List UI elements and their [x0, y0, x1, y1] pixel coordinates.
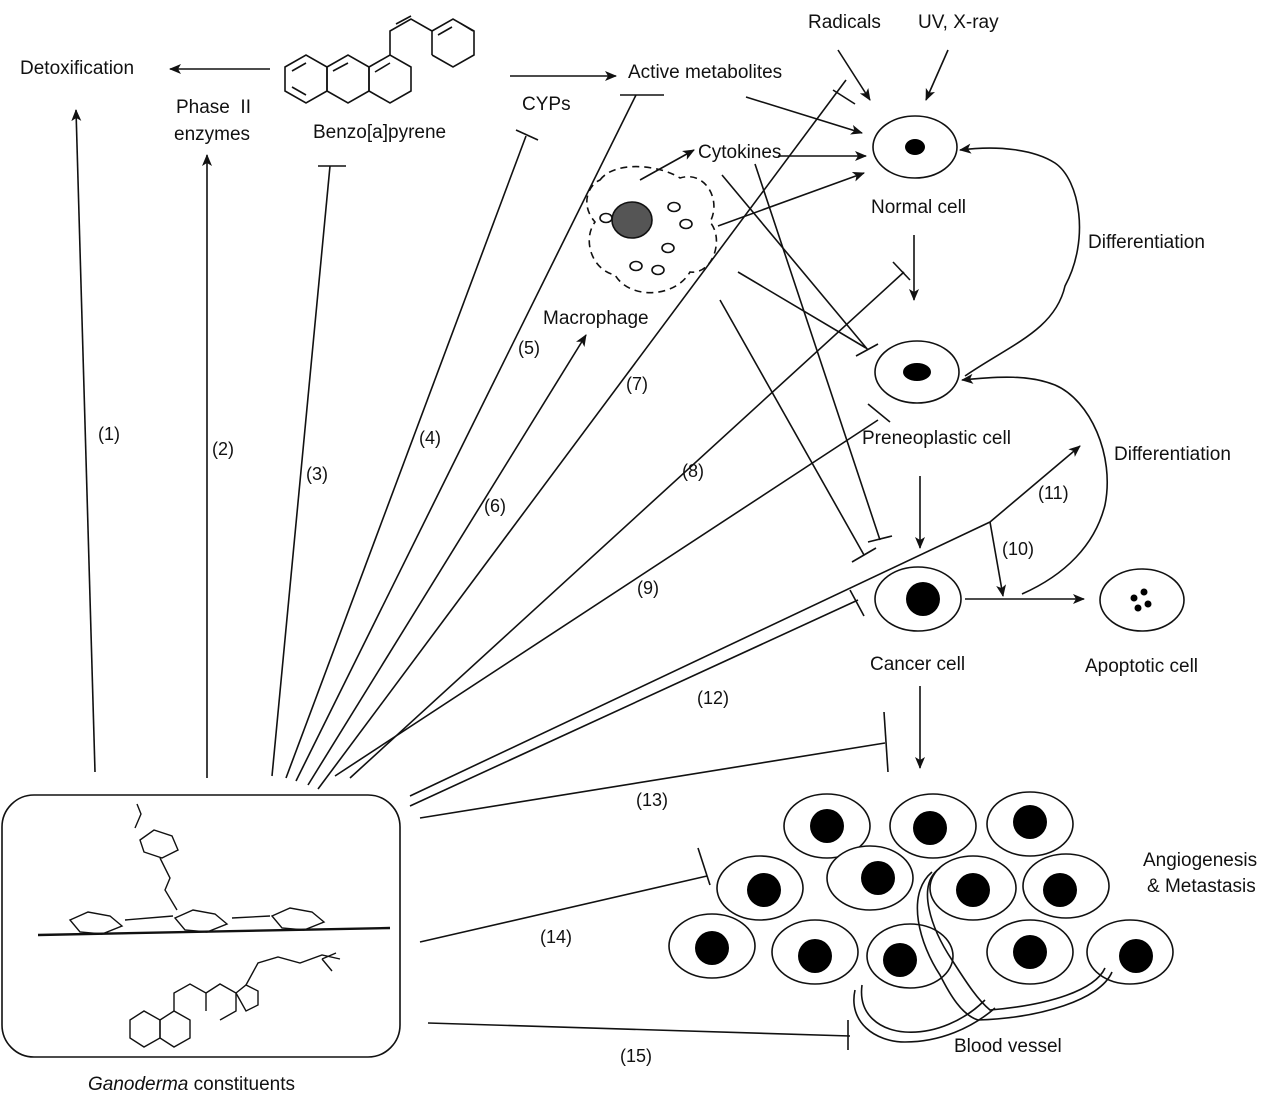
label-ganoderma-italic: Ganoderma: [88, 1074, 188, 1095]
triterpene-structure-icon: [129, 952, 341, 1048]
ganoderma-constituents-box: [1, 794, 401, 1058]
label-angiogenesis: Angiogenesis: [1143, 850, 1257, 871]
label-differentiation-lower: Differentiation: [1114, 444, 1231, 465]
pathway-number-8: (8): [682, 461, 704, 481]
label-detoxification: Detoxification: [20, 58, 134, 79]
label-cytokines: Cytokines: [698, 142, 781, 163]
pathway-numbers: (1) (2) (3) (4) (5) (6) (7) (8) (9) (10)…: [98, 338, 1069, 1066]
apoptotic-cell-icon: [1099, 568, 1185, 632]
pathway-number-15: (15): [620, 1046, 652, 1066]
pathway-number-7: (7): [626, 374, 648, 394]
pathway-number-3: (3): [306, 464, 328, 484]
label-macrophage: Macrophage: [543, 308, 649, 329]
diagram-labels: Detoxification Phase II enzymes Benzo[a]…: [20, 12, 1257, 1095]
pathway-number-13: (13): [636, 790, 668, 810]
blood-vessel-icon: [853, 867, 1113, 1043]
pathway-number-6: (6): [484, 496, 506, 516]
pathway-number-1: (1): [98, 424, 120, 444]
label-ganoderma-constituents: Ganoderma constituents: [88, 1074, 295, 1095]
label-metastasis: & Metastasis: [1147, 876, 1256, 897]
label-phase-ii-line2: enzymes: [174, 124, 250, 145]
pathway-number-12: (12): [697, 688, 729, 708]
pathway-number-10: (10): [1002, 539, 1034, 559]
label-cyps: CYPs: [522, 94, 571, 115]
polysaccharide-structure-icon: [37, 803, 391, 937]
label-cancer-cell: Cancer cell: [870, 654, 965, 675]
label-constituents: constituents: [188, 1074, 295, 1095]
benzo-a-pyrene-molecule-icon: [284, 15, 475, 104]
pathway-number-14: (14): [540, 927, 572, 947]
label-preneoplastic-cell: Preneoplastic cell: [862, 428, 1011, 449]
normal-cell-icon: [872, 115, 958, 179]
label-active-metabolites: Active metabolites: [628, 62, 782, 83]
label-uv-xray: UV, X-ray: [918, 12, 999, 33]
preneoplastic-cell-icon: [874, 340, 960, 404]
pathway-number-4: (4): [419, 428, 441, 448]
label-benzo-a-pyrene: Benzo[a]pyrene: [313, 122, 446, 143]
label-blood-vessel: Blood vessel: [954, 1036, 1062, 1057]
label-phase-ii-line1: Phase II: [176, 97, 251, 118]
cancer-cell-icon: [874, 566, 962, 632]
label-apoptotic-cell: Apoptotic cell: [1085, 656, 1198, 677]
pathway-number-5: (5): [518, 338, 540, 358]
label-radicals: Radicals: [808, 12, 881, 33]
pathway-number-2: (2): [212, 439, 234, 459]
macrophage-cell-icon: [586, 165, 718, 294]
tumor-cell-cluster-icon: [668, 791, 1174, 989]
pathway-number-9: (9): [637, 578, 659, 598]
label-normal-cell: Normal cell: [871, 197, 966, 218]
pathway-number-11: (11): [1038, 483, 1069, 503]
pathway-lines: [71, 49, 1109, 1050]
label-differentiation-upper: Differentiation: [1088, 232, 1205, 253]
